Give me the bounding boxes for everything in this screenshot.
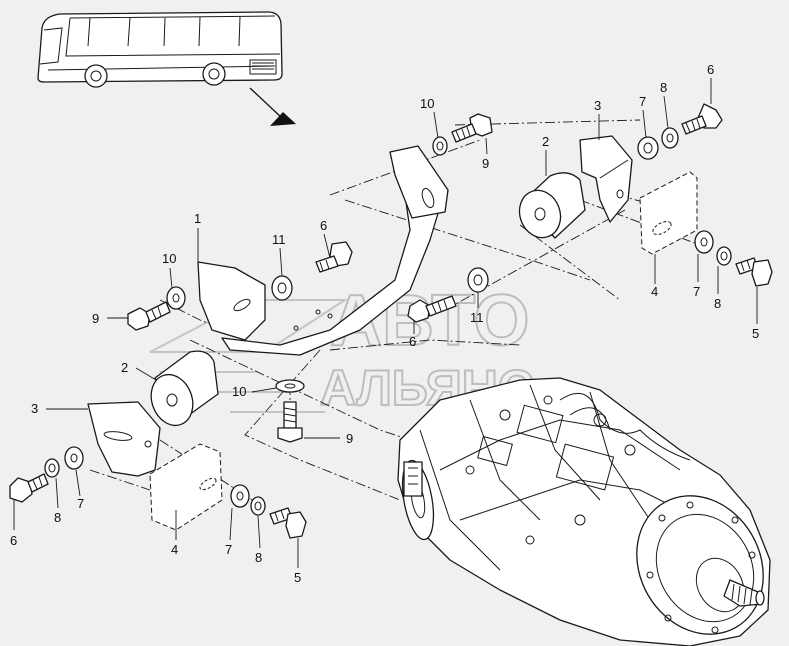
flat-washer-7-bottom xyxy=(230,484,250,508)
flat-washer-7-top-right xyxy=(637,136,659,160)
callout-11-lower: 11 xyxy=(470,310,484,325)
callout-6-center: 6 xyxy=(320,218,327,233)
callout-2-left: 2 xyxy=(121,360,128,375)
callout-10-top: 10 xyxy=(420,96,434,111)
bolt-5-right xyxy=(735,257,773,287)
bus-rear-wheel xyxy=(202,62,226,86)
spring-washer-8-right xyxy=(716,246,732,266)
callout-8-right: 8 xyxy=(714,296,721,311)
leader-lines xyxy=(13,78,758,568)
callout-4-right: 4 xyxy=(651,284,658,299)
bolt-9-vertical xyxy=(277,401,303,443)
input-shaft xyxy=(723,579,765,607)
connector xyxy=(403,461,423,497)
spring-washer-8-top-right xyxy=(661,127,679,149)
washer-11-lower xyxy=(467,267,489,293)
bolt-6-center-lower xyxy=(407,295,457,323)
bracket-1 xyxy=(197,145,449,356)
washer-10-center xyxy=(275,379,305,393)
callout-5-bottom: 5 xyxy=(294,570,301,585)
callout-2-right: 2 xyxy=(542,134,549,149)
bus-thumbnail xyxy=(37,11,283,88)
callout-5-right: 5 xyxy=(752,326,759,341)
mount-bracket-3-right xyxy=(579,135,633,223)
callout-3-left: 3 xyxy=(31,401,38,416)
mount-bracket-3-left xyxy=(87,401,161,477)
location-arrow xyxy=(249,87,296,126)
rubber-mount-2-left xyxy=(150,350,219,427)
gearbox-assembly xyxy=(397,377,771,646)
callout-10-center: 10 xyxy=(232,384,246,399)
bolt-9-top xyxy=(451,113,493,143)
callout-4-left: 4 xyxy=(171,542,178,557)
rubber-mount-2-right xyxy=(518,172,586,239)
spring-washer-8-left xyxy=(44,458,60,478)
bolt-5-bottom xyxy=(269,507,307,539)
callout-labels: 1 2 2 3 3 4 4 5 5 6 6 6 6 7 7 7 7 8 8 8 … xyxy=(10,62,759,585)
washer-10-left xyxy=(166,286,186,310)
flat-washer-7-left xyxy=(64,446,84,470)
callout-9-center: 9 xyxy=(346,431,353,446)
callout-7-left: 7 xyxy=(77,496,84,511)
washer-11-upper xyxy=(271,275,293,301)
pad-4-left xyxy=(149,443,223,531)
spring-washer-8-bottom xyxy=(250,496,266,516)
callout-6-center-lower: 6 xyxy=(409,334,416,349)
callout-8-left: 8 xyxy=(54,510,61,525)
washer-10-top xyxy=(432,136,448,156)
bolt-6-center xyxy=(315,241,353,273)
callout-1: 1 xyxy=(194,211,201,226)
callout-6-left: 6 xyxy=(10,533,17,548)
callout-9-left: 9 xyxy=(92,311,99,326)
callout-11-upper: 11 xyxy=(272,232,286,247)
bus-front-wheel xyxy=(84,64,108,88)
callout-10-left: 10 xyxy=(162,251,176,266)
callout-7-right: 7 xyxy=(693,284,700,299)
callout-6-top-right: 6 xyxy=(707,62,714,77)
callout-9-top: 9 xyxy=(482,156,489,171)
callout-8-top-right: 8 xyxy=(660,80,667,95)
bolt-9-left xyxy=(127,301,171,331)
flat-washer-7-right xyxy=(694,230,714,254)
callout-7-top-right: 7 xyxy=(639,94,646,109)
callout-8-bottom: 8 xyxy=(255,550,262,565)
callout-3-right: 3 xyxy=(594,98,601,113)
callout-7-bottom: 7 xyxy=(225,542,232,557)
bolt-6-top-right xyxy=(681,103,723,135)
pad-4-right xyxy=(639,171,698,255)
bolt-6-left xyxy=(9,473,49,503)
